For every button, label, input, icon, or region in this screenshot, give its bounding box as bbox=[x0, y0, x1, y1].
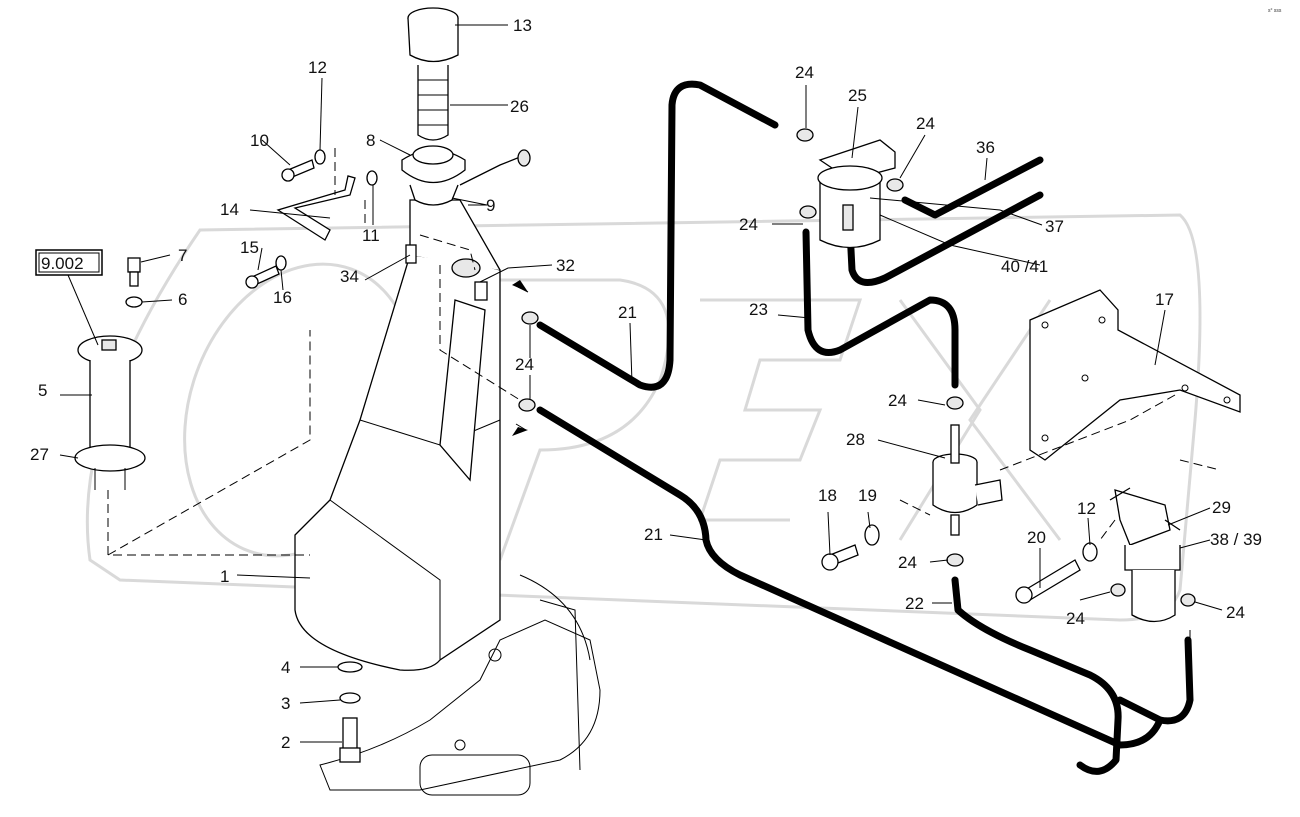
leader-lines bbox=[59, 24, 1223, 743]
callout-10[interactable]: 10 bbox=[250, 131, 269, 150]
hose-tank-return bbox=[1116, 636, 1194, 725]
bracket-14 bbox=[276, 175, 356, 241]
hose-21-lower bbox=[536, 406, 1164, 749]
callout-11[interactable]: 11 bbox=[362, 226, 380, 245]
callout-19[interactable]: 19 bbox=[858, 486, 877, 505]
lower-fasteners bbox=[821, 524, 1098, 604]
fuel-tank bbox=[294, 199, 501, 671]
bracket-17 bbox=[1029, 289, 1241, 461]
reference-box[interactable]: 9.002 bbox=[35, 249, 103, 346]
callout-12-lower[interactable]: 12 bbox=[1077, 499, 1096, 518]
callout-24-sep-right[interactable]: 24 bbox=[1226, 603, 1245, 622]
hose-21-upper bbox=[536, 80, 779, 391]
strainer-26 bbox=[417, 65, 449, 141]
sender-unit-5 bbox=[74, 335, 146, 490]
callout-14[interactable]: 14 bbox=[220, 200, 239, 219]
fittings-32-34 bbox=[405, 244, 488, 301]
callout-23[interactable]: 23 bbox=[749, 300, 768, 319]
assembly-lines bbox=[107, 148, 1221, 640]
corner-mark: s° sss bbox=[1268, 8, 1282, 14]
callouts: 13 26 12 10 8 14 11 9 15 16 7 6 5 27 34 … bbox=[30, 16, 1262, 752]
hose-22 bbox=[951, 576, 1122, 775]
callout-37[interactable]: 37 bbox=[1045, 217, 1064, 236]
filler-assembly bbox=[401, 7, 531, 206]
callout-5[interactable]: 5 bbox=[38, 381, 47, 400]
hose-clamps bbox=[518, 128, 1196, 607]
fuel-filter-25 bbox=[817, 139, 896, 249]
callout-24-low[interactable]: 24 bbox=[898, 553, 917, 572]
callout-3[interactable]: 3 bbox=[281, 694, 290, 713]
callout-6[interactable]: 6 bbox=[178, 290, 187, 309]
callout-12[interactable]: 12 bbox=[308, 58, 327, 77]
callout-1[interactable]: 1 bbox=[220, 567, 229, 586]
fuel-filter-28 bbox=[932, 424, 1003, 536]
callout-13[interactable]: 13 bbox=[513, 16, 532, 35]
callout-28[interactable]: 28 bbox=[846, 430, 865, 449]
callout-4[interactable]: 4 bbox=[281, 658, 290, 677]
fasteners bbox=[245, 149, 378, 763]
callout-15[interactable]: 15 bbox=[240, 238, 259, 257]
callout-40-41[interactable]: 40 /41 bbox=[1001, 257, 1048, 276]
washer-6 bbox=[125, 296, 143, 308]
callout-25[interactable]: 25 bbox=[848, 86, 867, 105]
callout-24-sep-left[interactable]: 24 bbox=[1066, 609, 1085, 628]
callout-24-filter[interactable]: 24 bbox=[739, 215, 758, 234]
callout-8[interactable]: 8 bbox=[366, 131, 375, 150]
callout-7[interactable]: 7 bbox=[178, 246, 187, 265]
callout-16[interactable]: 16 bbox=[273, 288, 292, 307]
hose-37 bbox=[846, 191, 1044, 286]
callout-24-top[interactable]: 24 bbox=[795, 63, 814, 82]
callout-20[interactable]: 20 bbox=[1027, 528, 1046, 547]
reference-box-label: 9.002 bbox=[41, 254, 84, 273]
callout-27[interactable]: 27 bbox=[30, 445, 49, 464]
callout-17[interactable]: 17 bbox=[1155, 290, 1174, 309]
callout-18[interactable]: 18 bbox=[818, 486, 837, 505]
callout-26[interactable]: 26 bbox=[510, 97, 529, 116]
hoses bbox=[536, 80, 1194, 775]
callout-32[interactable]: 32 bbox=[556, 256, 575, 275]
flow-arrows bbox=[512, 280, 529, 436]
callout-9[interactable]: 9 bbox=[486, 196, 495, 215]
callout-21-upper[interactable]: 21 bbox=[618, 303, 637, 322]
hose-36 bbox=[901, 156, 1044, 219]
callout-2[interactable]: 2 bbox=[281, 733, 290, 752]
water-separator-29 bbox=[1109, 487, 1181, 623]
hose-23 bbox=[802, 228, 959, 389]
bolt-7 bbox=[125, 257, 143, 308]
callout-38-39[interactable]: 38 / 39 bbox=[1210, 530, 1262, 549]
callout-21-lower[interactable]: 21 bbox=[644, 525, 663, 544]
callout-29[interactable]: 29 bbox=[1212, 498, 1231, 517]
callout-36[interactable]: 36 bbox=[976, 138, 995, 157]
callout-34[interactable]: 34 bbox=[340, 267, 359, 286]
callout-24-tank[interactable]: 24 bbox=[515, 355, 534, 374]
callout-24-mid[interactable]: 24 bbox=[888, 391, 907, 410]
machine-frame bbox=[319, 574, 601, 796]
callout-22[interactable]: 22 bbox=[905, 594, 924, 613]
callout-24-right[interactable]: 24 bbox=[916, 114, 935, 133]
